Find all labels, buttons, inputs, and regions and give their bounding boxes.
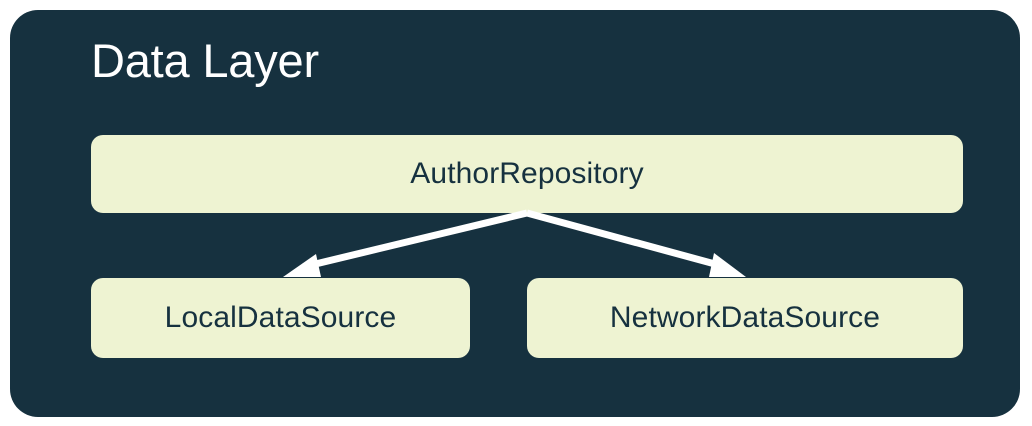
node-author-repository-label: AuthorRepository: [410, 157, 644, 190]
node-local-data-source[interactable]: LocalDataSource: [91, 278, 470, 358]
node-network-data-source-label: NetworkDataSource: [609, 301, 881, 334]
node-network-data-source[interactable]: NetworkDataSource: [527, 278, 963, 358]
node-local-data-source-label: LocalDataSource: [164, 301, 397, 334]
layer-title: Data Layer: [91, 34, 319, 87]
node-author-repository[interactable]: AuthorRepository: [91, 135, 963, 213]
